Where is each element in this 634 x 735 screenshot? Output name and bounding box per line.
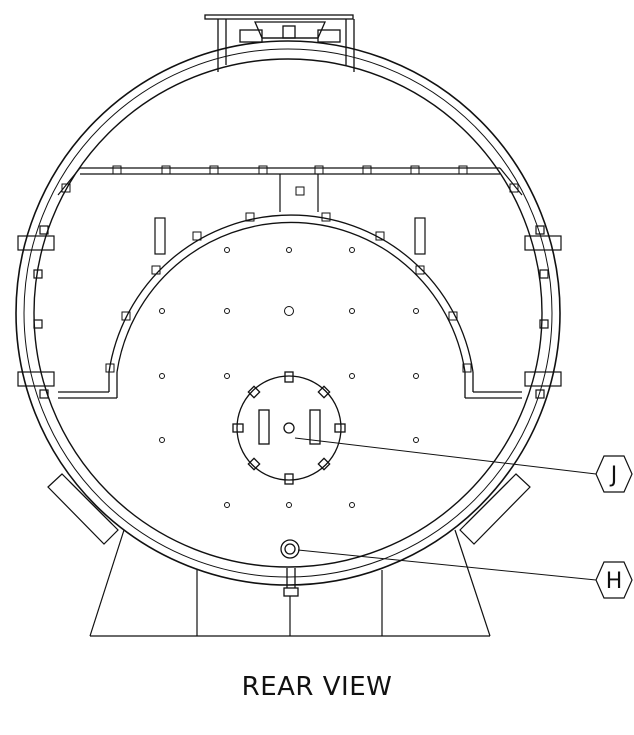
callout-leaders <box>294 437 597 581</box>
callout-j-label: J <box>609 463 618 488</box>
drain-connection <box>280 539 300 597</box>
top-manway <box>204 14 355 72</box>
callout-h-label: H <box>606 569 623 594</box>
lower-side-nozzles <box>47 473 531 545</box>
side-brackets <box>17 225 562 399</box>
stay-holes <box>159 247 419 508</box>
upper-divider <box>57 167 523 212</box>
callout-h: H <box>595 561 633 599</box>
saddle-support <box>89 529 491 637</box>
center-inspection-door <box>232 371 346 485</box>
arch-bolts <box>105 212 472 373</box>
view-title: REAR VIEW <box>241 672 393 702</box>
sight-slots <box>154 217 426 255</box>
boiler-shell <box>15 40 561 586</box>
callout-j: J <box>595 455 633 493</box>
upper-bolt-row <box>61 165 519 196</box>
rear-door-arch <box>58 214 522 399</box>
